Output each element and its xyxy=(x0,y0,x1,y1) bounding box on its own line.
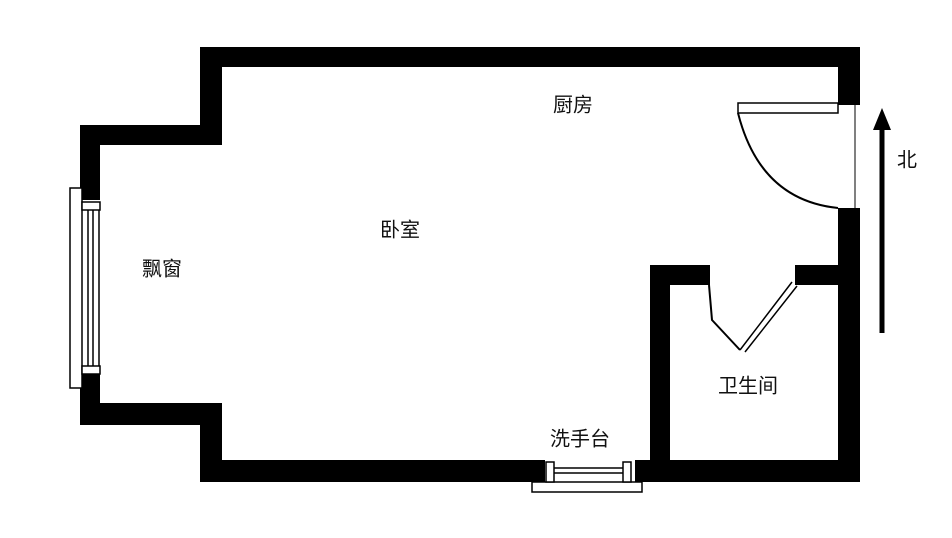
bathroom-door xyxy=(708,281,798,353)
bottom-wall-right xyxy=(635,460,860,482)
room-label-washbasin: 洗手台 xyxy=(550,426,610,451)
room-label-bay-window: 飘窗 xyxy=(142,256,182,281)
bathroom-wall-top-right xyxy=(795,265,860,285)
bottom-wall-left xyxy=(200,460,545,482)
room-label-kitchen: 厨房 xyxy=(553,92,593,117)
bay-window xyxy=(69,187,101,389)
kitchen-door xyxy=(737,102,856,209)
bathroom-wall-left xyxy=(650,265,670,482)
bay-wall-top-vertical xyxy=(200,47,222,145)
bathroom-wall-top-left xyxy=(650,265,710,285)
north-label: 北 xyxy=(897,147,917,172)
right-wall-upper xyxy=(838,47,860,105)
bay-wall-top xyxy=(80,125,222,145)
washbasin-window xyxy=(531,461,643,493)
top-wall xyxy=(200,47,860,67)
bay-wall-bottom xyxy=(80,403,222,425)
bay-wall-bottom-vertical xyxy=(200,403,222,482)
walls xyxy=(80,47,860,482)
room-label-bedroom: 卧室 xyxy=(380,217,420,242)
right-wall-lower xyxy=(838,208,860,482)
north-arrow-icon xyxy=(873,108,891,333)
room-label-bathroom: 卫生间 xyxy=(718,373,778,398)
bay-wall-left-upper xyxy=(80,125,100,200)
